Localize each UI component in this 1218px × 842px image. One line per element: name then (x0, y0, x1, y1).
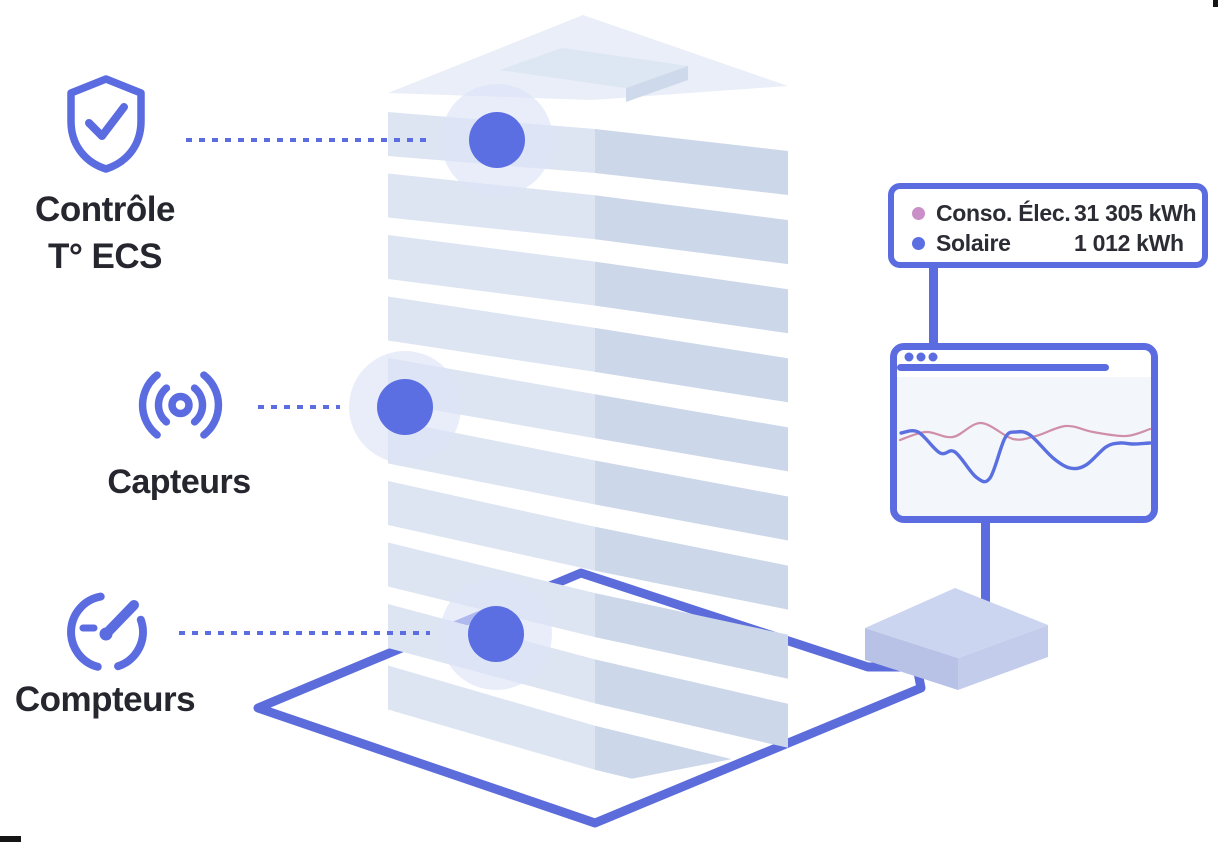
legend-connector-line (929, 262, 938, 350)
label-capteurs: Capteurs (107, 463, 251, 501)
solaire-label: Solaire (936, 229, 1011, 256)
conso-value: 31 305 kWh (1074, 199, 1197, 226)
ground-outline (253, 568, 926, 828)
device-right-face (958, 625, 1048, 690)
monitor-content (897, 352, 1151, 516)
legend-row-solaire: Solaire 1 012 kWh (912, 228, 1202, 258)
legend-row-conso: Conso. Élec. 31 305 kWh (912, 198, 1202, 228)
sensor-waves-icon (138, 371, 223, 439)
window-dot-3 (928, 352, 938, 362)
label-controle-line1: Contrôle (35, 190, 175, 229)
energy-legend-card: Conso. Élec. 31 305 kWh Solaire 1 012 kW… (888, 183, 1208, 268)
shield-check-icon (67, 75, 145, 173)
monitor-window (890, 343, 1158, 523)
window-dot-1 (904, 352, 914, 362)
conso-label: Conso. Élec. (936, 199, 1071, 226)
dotted-connectors (179, 138, 432, 635)
label-controle: Contrôle T° ECS (10, 186, 200, 280)
rooftop-unit-front (626, 66, 688, 102)
conso-color-dot (912, 206, 925, 220)
chart-lines (898, 421, 1151, 484)
address-bar (897, 364, 1109, 371)
window-dot-2 (916, 352, 926, 362)
chart-series-solaire (899, 429, 1151, 484)
label-compteurs: Compteurs (14, 680, 196, 719)
gauge-icon (67, 592, 147, 671)
label-controle-line2: T° ECS (47, 237, 163, 276)
device-left-face (865, 628, 958, 690)
window-control-dots (904, 352, 938, 362)
building-floors (388, 112, 788, 786)
screen-edge-artifact-top-right (1213, 0, 1218, 7)
device-connector-line (981, 514, 990, 608)
rooftop-unit-top (500, 48, 688, 88)
solaire-color-dot (912, 236, 925, 250)
marker-dot-middle (377, 379, 433, 435)
building-markers (349, 84, 553, 690)
solaire-value: 1 012 kWh (1074, 229, 1184, 256)
gateway-device (865, 588, 1048, 690)
chart-series-conso (898, 421, 1151, 442)
rooftop-unit (500, 48, 688, 102)
screen-edge-artifact-bottom-left (0, 836, 21, 842)
marker-dot-bottom (468, 606, 524, 662)
marker-dot-top (469, 112, 525, 168)
device-top-face (865, 588, 1048, 658)
